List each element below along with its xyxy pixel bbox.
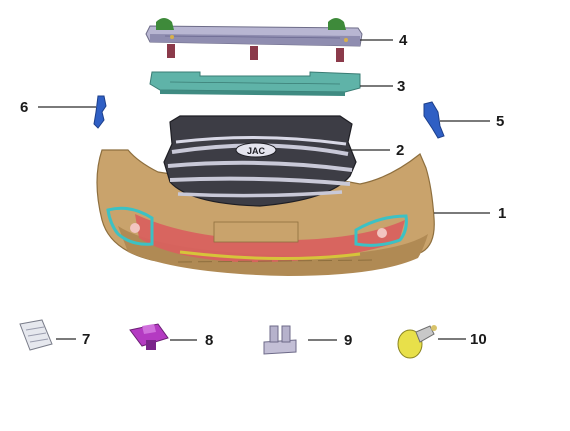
fog-lamp-plug (397, 325, 437, 359)
callout-9: 9 (344, 332, 352, 349)
callout-8: 8 (205, 332, 213, 349)
callout-numbers: 4 3 6 5 2 1 7 8 9 10 (20, 32, 506, 349)
callout-7: 7 (82, 331, 90, 348)
left-bracket (93, 95, 107, 129)
right-bracket (423, 101, 445, 139)
push-clip (129, 323, 169, 350)
leader-lines (38, 39, 490, 341)
reinforcement-beam (145, 18, 363, 62)
callout-6: 6 (20, 99, 28, 116)
callout-2: 2 (396, 142, 404, 159)
retainer-clip (19, 319, 53, 351)
brand-badge: JAC (247, 146, 266, 156)
front-grille: JAC (163, 115, 357, 207)
callout-1: 1 (498, 205, 506, 222)
callout-3: 3 (397, 78, 405, 95)
callout-5: 5 (496, 113, 504, 130)
callout-10: 10 (470, 331, 487, 348)
fastener-clip (263, 325, 297, 355)
energy-absorber-foam (149, 71, 361, 96)
callout-4: 4 (399, 32, 408, 49)
